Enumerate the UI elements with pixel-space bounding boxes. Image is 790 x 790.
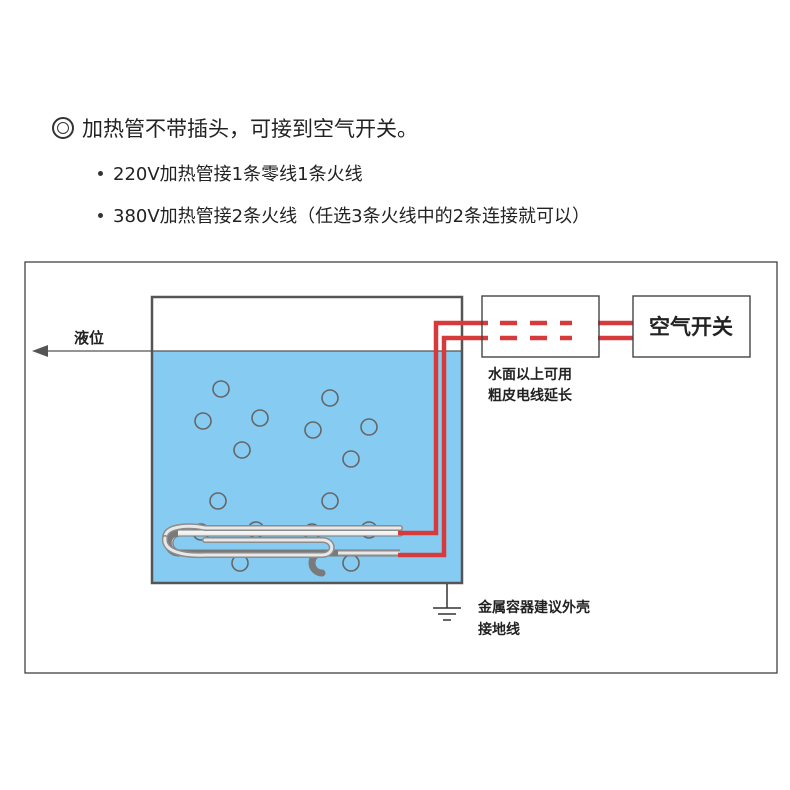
bullet-item-220v: 220V加热管接1条零线1条火线 (98, 160, 363, 186)
bullet-dot-icon (98, 212, 103, 218)
bubble-icon (209, 492, 227, 510)
bubble-icon (342, 450, 360, 468)
air-switch-box (632, 295, 751, 358)
metal-container (150, 295, 464, 585)
bullet-text: 380V加热管接2条火线（任选3条火线中的2条连接就可以） (113, 206, 591, 227)
bubble-icon (321, 492, 339, 510)
bubble-icon (251, 409, 269, 427)
extension-note-line2: 粗皮电线延长 (488, 387, 573, 404)
ground-note-line2: 接地线 (478, 621, 520, 638)
wire-1 (398, 320, 488, 536)
bullet-text: 220V加热管接1条零线1条火线 (113, 164, 363, 185)
wires (398, 320, 633, 558)
extension-note-line1: 水面以上可用 (488, 366, 572, 383)
ground-note-line1: 金属容器建议外壳 (477, 599, 590, 616)
bubble-icon (304, 421, 322, 439)
bubble-icon (233, 441, 251, 459)
extension-box (481, 295, 600, 358)
heating-tube-icon (162, 523, 404, 577)
bubble-icon (194, 412, 212, 430)
bubble-icon (321, 389, 339, 407)
bullet-dot-icon (98, 170, 103, 176)
water-fill (152, 351, 462, 583)
arrow-left-icon (32, 345, 48, 357)
liquid-level-label: 液位 (74, 329, 104, 347)
bubbles (192, 380, 378, 572)
wire-2 (398, 335, 488, 558)
air-switch-label: 空气开关 (649, 315, 733, 339)
ground-icon (433, 584, 461, 621)
bubble-icon (212, 380, 230, 398)
heading-text: 加热管不带插头，可接到空气开关。 (82, 117, 418, 141)
heading: 加热管不带插头，可接到空气开关。 (52, 113, 418, 143)
double-circle-icon (52, 117, 74, 139)
bullet-item-380v: 380V加热管接2条火线（任选3条火线中的2条连接就可以） (98, 202, 590, 228)
bubble-icon (360, 418, 378, 436)
